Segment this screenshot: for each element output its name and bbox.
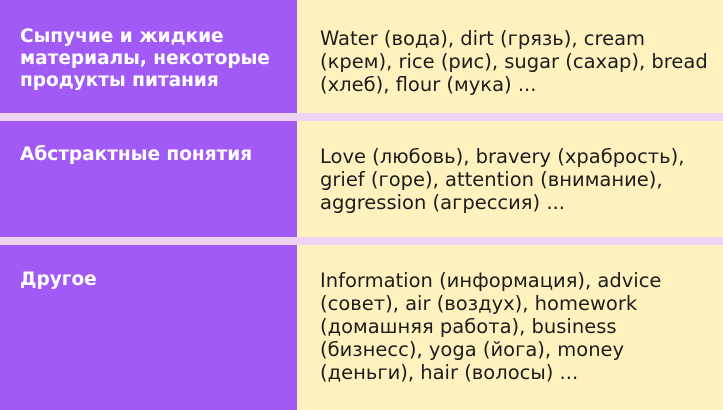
category-cell: Сыпучие и жидкие материалы, некоторые пр…	[0, 0, 297, 118]
examples-cell: Water (вода), dirt (грязь), cream (крем)…	[297, 0, 723, 118]
category-cell: Абстрактные понятия	[0, 118, 297, 242]
examples-cell: Information (информация), advice (совет)…	[297, 242, 723, 410]
examples-cell: Love (любовь), bravery (храбрость), grie…	[297, 118, 723, 242]
category-cell: Другое	[0, 242, 297, 410]
